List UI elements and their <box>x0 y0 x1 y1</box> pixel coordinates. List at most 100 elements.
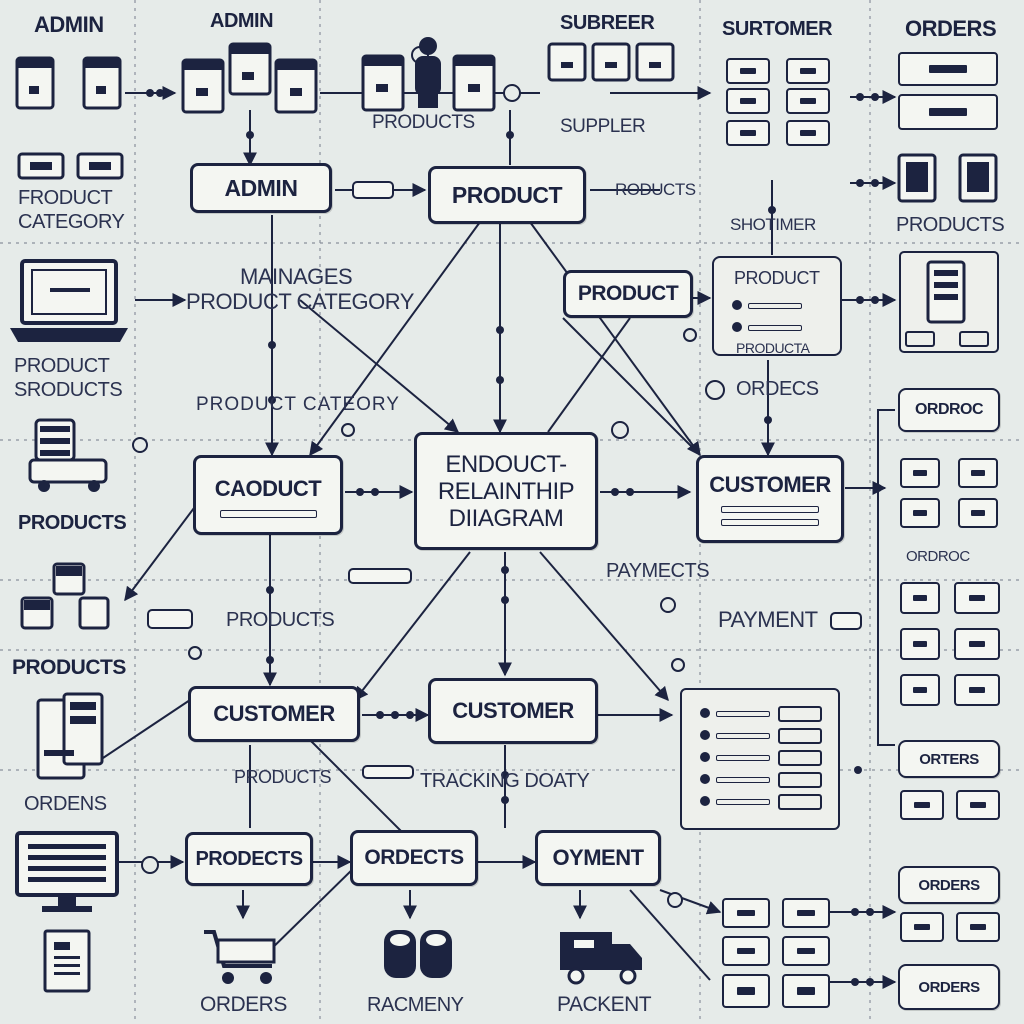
product-panel-footer: PRODUCTA <box>736 340 810 356</box>
record-tile <box>782 974 830 1008</box>
label-manages-category: PRODUCT CATEGORY <box>186 289 414 314</box>
record-tile <box>900 674 940 706</box>
customer-entity-label: CUSTOMER <box>213 701 335 726</box>
payment-rolls-icon <box>384 930 452 978</box>
orders-entity[interactable]: ORDERS <box>898 866 1000 904</box>
customer-entity[interactable]: CUSTOMER <box>428 678 598 744</box>
ordects-entity[interactable]: ORDECTS <box>350 830 478 886</box>
record-tile <box>954 674 1000 706</box>
category-icon <box>17 152 124 180</box>
relationship-tag[interactable] <box>147 609 193 629</box>
customer-entity-underline <box>721 519 819 526</box>
customer-entity[interactable]: CUSTOMER <box>696 455 844 543</box>
document-icon <box>43 929 91 993</box>
record-tile <box>726 58 770 84</box>
record-tile <box>958 498 998 528</box>
label-manages: MAINAGES <box>240 264 353 289</box>
database-stack-icon <box>15 56 122 110</box>
product-panel-title: PRODUCT <box>734 268 820 288</box>
label-admin: ADMIN <box>34 12 104 37</box>
orders-entity[interactable]: ORTERS <box>898 740 1000 778</box>
record-tile <box>722 936 770 966</box>
relationship-tag[interactable] <box>830 612 862 630</box>
record-tile <box>726 120 770 146</box>
record-tile <box>954 628 1000 660</box>
database-stack-icon <box>547 42 675 82</box>
customer-entity-label: CUSTOMER <box>452 698 574 723</box>
admin-entity-label: ADMIN <box>224 174 298 201</box>
relationship-tag[interactable] <box>348 568 412 584</box>
orders-entity-label: ORTERS <box>919 750 979 768</box>
label-products: PRODUCTS <box>372 112 475 133</box>
cart-icon <box>204 930 276 984</box>
relationship-tag[interactable] <box>362 765 414 779</box>
label-ordrc: ORDROC <box>906 548 970 565</box>
record-tile <box>900 582 940 614</box>
storage-icon <box>28 418 108 492</box>
label-payment: PAYMENT <box>718 607 818 632</box>
blocks-icon <box>20 562 110 630</box>
record-tile <box>898 52 998 86</box>
label-product-category: FRODUCT CATEGORY <box>18 187 125 233</box>
oyment-entity-label: OYMENT <box>552 845 644 870</box>
record-tile <box>900 790 944 820</box>
label-tracking: TRACKING DOATY <box>420 770 590 792</box>
record-tile <box>958 458 998 488</box>
product-panel[interactable]: PRODUCT PRODUCTA <box>712 256 842 356</box>
record-tile <box>898 94 998 130</box>
record-tile <box>722 974 770 1008</box>
label-packent: PACKENT <box>557 993 652 1016</box>
database-stack-icon <box>361 37 496 112</box>
oyment-entity[interactable]: OYMENT <box>535 830 661 886</box>
record-tile <box>956 790 1000 820</box>
record-tile <box>782 936 830 966</box>
orders-entity-label: ORDERS <box>918 978 980 996</box>
product-entity-label: PRODUCT <box>451 181 563 208</box>
ordects-entity-label: ORDECTS <box>364 846 464 869</box>
laptop-icon <box>10 259 128 342</box>
label-shotmer: SHOTIMER <box>730 215 816 234</box>
label-suppler: SUPPLER <box>560 116 646 137</box>
label-racmeny: RACMENY <box>367 994 464 1016</box>
ordrc-entity[interactable]: ORDROC <box>898 388 1000 432</box>
server-rack-icon <box>36 692 104 780</box>
label-products: PRODUCTS <box>234 767 332 787</box>
record-tile <box>786 88 830 114</box>
record-tile <box>900 912 944 942</box>
product-entity[interactable]: PRODUCT <box>563 270 693 318</box>
record-tile <box>722 898 770 928</box>
label-paymects: PAYMECTS <box>606 560 710 582</box>
record-tile <box>726 88 770 114</box>
erd-center-entity[interactable]: ENDOUCT- RELAINTHIP DIIAGRAM <box>414 432 598 550</box>
record-tile <box>900 498 940 528</box>
label-ordecs: ORDECS <box>736 378 819 400</box>
delivery-truck-icon <box>560 932 642 985</box>
label-product-sroducts: PRODUCT SRODUCTS <box>14 355 123 401</box>
record-list-panel[interactable] <box>680 688 840 830</box>
server-icon <box>899 251 999 353</box>
label-products: PRODUCTS <box>896 214 1005 236</box>
database-stack-icon <box>181 42 318 114</box>
prodects-entity[interactable]: PRODECTS <box>185 832 313 886</box>
record-tile <box>956 912 1000 942</box>
record-tile <box>786 120 830 146</box>
relationship-tag[interactable] <box>352 181 394 199</box>
prodects-entity-label: PRODECTS <box>195 847 303 870</box>
caoduct-entity-label: CAODUCT <box>214 476 322 501</box>
customer-entity-underline <box>721 506 819 513</box>
center-line-2: RELAINTHIP <box>437 477 575 505</box>
record-tile <box>782 898 830 928</box>
monitor-icon <box>15 831 119 912</box>
caoduct-entity[interactable]: CAODUCT <box>193 455 343 535</box>
product-entity[interactable]: PRODUCT <box>428 166 586 224</box>
center-line-1: ENDOUCT- <box>445 450 567 478</box>
orders-entity-label: ORDERS <box>918 876 980 894</box>
ordrc-entity-label: ORDROC <box>914 401 984 418</box>
record-tile <box>954 582 1000 614</box>
customer-entity[interactable]: CUSTOMER <box>188 686 360 742</box>
orders-entity[interactable]: ORDERS <box>898 964 1000 1010</box>
admin-entity[interactable]: ADMIN <box>190 163 332 213</box>
center-line-3: DIIAGRAM <box>448 504 564 532</box>
label-products: PRODUCTS <box>226 609 335 631</box>
label-subreer: SUBREER <box>560 12 655 34</box>
